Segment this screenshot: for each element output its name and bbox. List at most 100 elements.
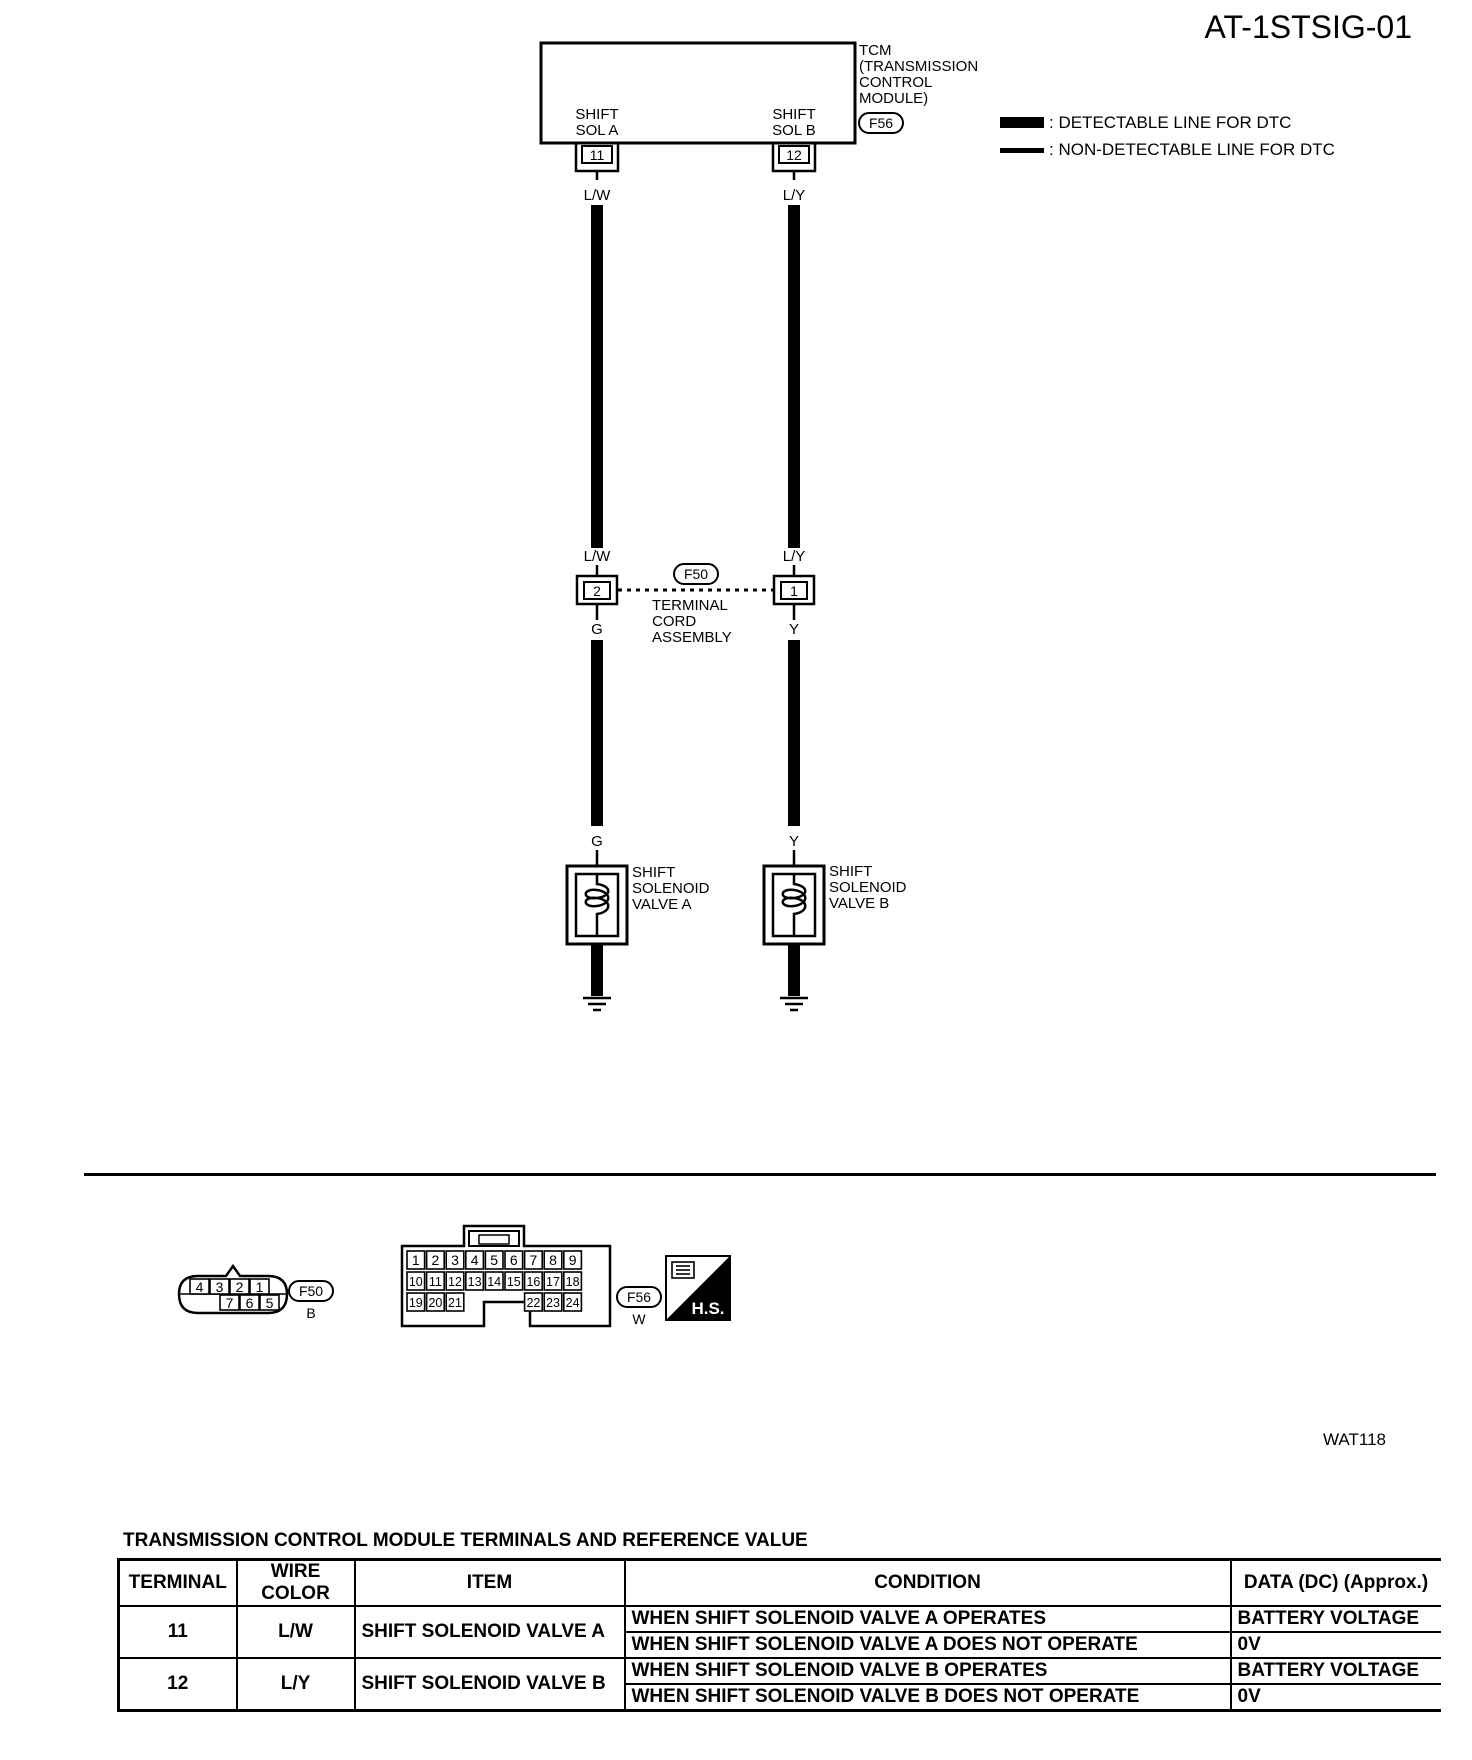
f56-pin-cell bbox=[425, 1271, 446, 1291]
wire-b-lower-label: Y bbox=[789, 833, 799, 850]
tcm-label-line: MODULE) bbox=[859, 90, 928, 107]
table-row: WHEN SHIFT SOLENOID VALVE A DOES NOT OPE… bbox=[119, 1631, 1441, 1659]
f56-pin: 17 bbox=[546, 1275, 560, 1289]
solenoid-valve-a bbox=[565, 864, 629, 946]
cell-wire-color: L/Y bbox=[235, 1657, 356, 1712]
f56-pin: 10 bbox=[409, 1275, 423, 1289]
pin-b-label: SOL B bbox=[772, 122, 816, 139]
wire-a-lower-label: G bbox=[591, 833, 603, 850]
header-condition: CONDITION bbox=[623, 1558, 1232, 1607]
cell-condition: WHEN SHIFT SOLENOID VALVE B DOES NOT OPE… bbox=[623, 1683, 1232, 1712]
cell-terminal: 11 bbox=[117, 1605, 238, 1659]
tcm-pin-b: 12 bbox=[771, 143, 817, 173]
f56-pin-cell bbox=[406, 1292, 426, 1312]
cell-data: BATTERY VOLTAGE bbox=[1229, 1605, 1441, 1633]
legend-thin-line bbox=[1000, 148, 1044, 153]
f56-pin-cell bbox=[543, 1292, 563, 1312]
f56-pin: 16 bbox=[526, 1275, 540, 1289]
legend-thick-line bbox=[1000, 117, 1044, 128]
wire-a-lower bbox=[591, 640, 603, 826]
connector-f50-face: 4 3 2 1 7 6 5 bbox=[177, 1263, 289, 1315]
tcm-connector-id: F56 bbox=[869, 115, 893, 131]
cell-condition: WHEN SHIFT SOLENOID VALVE B OPERATES bbox=[623, 1657, 1232, 1685]
f56-pin-cell bbox=[523, 1271, 543, 1291]
f56-pin: 19 bbox=[409, 1296, 423, 1310]
cell-data: 0V bbox=[1229, 1683, 1441, 1712]
f56-pin: 23 bbox=[546, 1296, 560, 1310]
solenoid-b-label-line: SHIFT bbox=[829, 863, 872, 880]
cell-wire-color: L/W bbox=[235, 1605, 356, 1659]
wire-a-upper bbox=[591, 205, 603, 548]
solenoid-a-label-line: SOLENOID bbox=[632, 880, 710, 897]
f56-pin-cell bbox=[504, 1271, 524, 1291]
f56-pin-cell bbox=[425, 1250, 446, 1270]
wire-b-upper bbox=[788, 205, 800, 548]
pin-a-label: SHIFT bbox=[575, 106, 618, 123]
terminal-cord-connector-id: F50 bbox=[684, 566, 708, 582]
f50-pin: 2 bbox=[236, 1279, 244, 1295]
wire-b-upper-label: L/Y bbox=[783, 548, 806, 565]
figure-code: WAT118 bbox=[1323, 1430, 1386, 1449]
ground-icon bbox=[583, 996, 611, 1012]
connector-f50-color: B bbox=[306, 1305, 315, 1321]
terminal-cord-label-line: ASSEMBLY bbox=[652, 629, 732, 646]
f56-pin: 4 bbox=[471, 1252, 479, 1268]
solenoid-a-label-line: SHIFT bbox=[632, 864, 675, 881]
wire-b-lower-label: Y bbox=[789, 621, 799, 638]
cell-terminal: 12 bbox=[117, 1657, 238, 1712]
cell-condition: WHEN SHIFT SOLENOID VALVE A DOES NOT OPE… bbox=[623, 1631, 1232, 1659]
f56-pin: 14 bbox=[487, 1275, 501, 1289]
cell-data: 0V bbox=[1229, 1631, 1441, 1659]
f56-pin-cell bbox=[562, 1250, 583, 1270]
f50-pin: 5 bbox=[266, 1295, 274, 1311]
f56-pin-cell bbox=[523, 1250, 543, 1270]
tcm-label: TCM (TRANSMISSION CONTROL MODULE) bbox=[859, 42, 978, 107]
f50-pin: 4 bbox=[196, 1279, 204, 1295]
table-row: 12 L/Y SHIFT SOLENOID VALVE B WHEN SHIFT… bbox=[117, 1657, 1441, 1712]
terminal-cord-label-line: CORD bbox=[652, 613, 696, 630]
connector-f56-id: F56 bbox=[627, 1289, 651, 1305]
pin-b-label: SHIFT bbox=[772, 106, 815, 123]
f50-pin: 1 bbox=[256, 1279, 264, 1295]
f56-pin: 8 bbox=[549, 1252, 557, 1268]
tcm-connector-badge: F56 bbox=[858, 112, 904, 134]
cell-condition: WHEN SHIFT SOLENOID VALVE A OPERATES bbox=[623, 1605, 1232, 1633]
terminal-cord-connector-badge: F50 bbox=[673, 563, 719, 585]
f56-pin: 7 bbox=[530, 1252, 538, 1268]
tcm-pin-a-number: 11 bbox=[590, 147, 605, 163]
tcm-box bbox=[539, 41, 857, 145]
f56-pin-cell bbox=[543, 1271, 563, 1291]
solenoid-a-label-line: VALVE A bbox=[632, 896, 691, 913]
connector-f50-badge: F50 B bbox=[288, 1280, 334, 1321]
solenoid-b-label-line: VALVE B bbox=[829, 895, 889, 912]
f50-pin: 3 bbox=[216, 1279, 224, 1295]
wire-a-upper-label: L/W bbox=[584, 187, 612, 204]
legend-detectable: : DETECTABLE LINE FOR DTC bbox=[1049, 113, 1291, 132]
connector-f50-id: F50 bbox=[299, 1283, 323, 1299]
f56-pin: 20 bbox=[428, 1296, 442, 1310]
ground-wire-b bbox=[788, 944, 800, 996]
wire-b-lower bbox=[788, 640, 800, 826]
hs-badge: H.S. bbox=[665, 1255, 731, 1321]
wire-a-lower-label: G bbox=[591, 621, 603, 638]
f50-pin: 7 bbox=[226, 1295, 234, 1311]
terminal-cord-pin-b-number: 1 bbox=[790, 583, 798, 599]
f56-pin-cell bbox=[445, 1292, 465, 1312]
f56-pin: 24 bbox=[566, 1296, 580, 1310]
table-header-row: TERMINAL WIRE COLOR ITEM CONDITION DATA … bbox=[117, 1558, 1441, 1607]
ground-icon bbox=[780, 996, 808, 1012]
solenoid-valve-a-label: SHIFT SOLENOID VALVE A bbox=[632, 864, 710, 913]
f56-pin: 3 bbox=[451, 1252, 459, 1268]
f56-pin: 18 bbox=[566, 1275, 580, 1289]
f56-pin-cell bbox=[425, 1292, 446, 1312]
tcm-pin-b-number: 12 bbox=[786, 147, 802, 163]
cell-item: SHIFT SOLENOID VALVE A bbox=[353, 1605, 626, 1659]
header-wire-color: WIRE COLOR bbox=[235, 1558, 356, 1607]
solenoid-valve-b bbox=[762, 864, 826, 946]
reference-table: TERMINAL WIRE COLOR ITEM CONDITION DATA … bbox=[117, 1558, 1441, 1712]
f56-pin-cell bbox=[562, 1292, 583, 1312]
f56-pin: 11 bbox=[429, 1275, 442, 1289]
f56-pin: 2 bbox=[432, 1252, 440, 1268]
